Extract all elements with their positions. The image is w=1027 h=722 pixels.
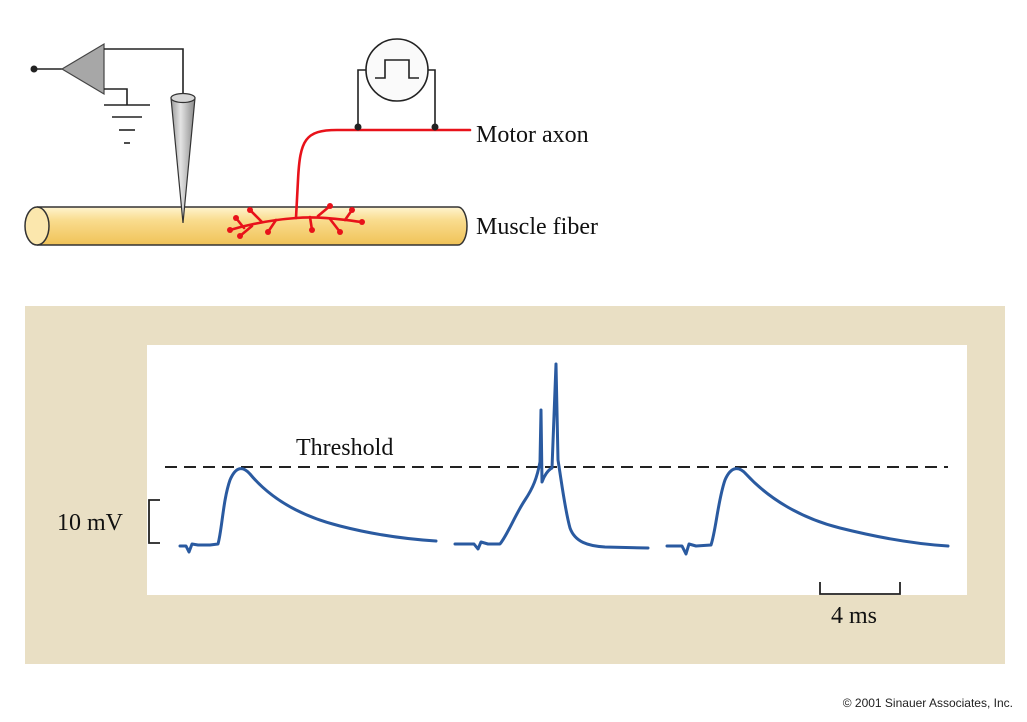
trace-2-action-potential	[453, 362, 650, 551]
recording-panel: Threshold 10 mV 4 ms	[25, 306, 1005, 664]
recording-schematic: Motor axon Muscle fiber	[24, 38, 598, 246]
copyright-notice: © 2001 Sinauer Associates, Inc.	[842, 696, 1013, 710]
voltage-scale-bar	[148, 499, 160, 544]
voltage-scale-label: 10 mV	[57, 510, 124, 536]
trace-1-subthreshold-epp	[178, 467, 438, 554]
axon-terminal-dots	[227, 203, 365, 239]
time-scale-bar	[819, 582, 901, 595]
muscle-fiber-label: Muscle fiber	[476, 214, 598, 240]
amplifier-icon	[30, 42, 184, 105]
time-scale-label: 4 ms	[831, 603, 877, 629]
stimulator-icon	[354, 38, 439, 131]
trace-3-subthreshold-epp	[665, 467, 950, 556]
electrode-icon	[170, 92, 196, 224]
ground-icon	[104, 104, 150, 144]
threshold-label: Threshold	[296, 435, 393, 461]
motor-axon-label: Motor axon	[476, 122, 589, 148]
